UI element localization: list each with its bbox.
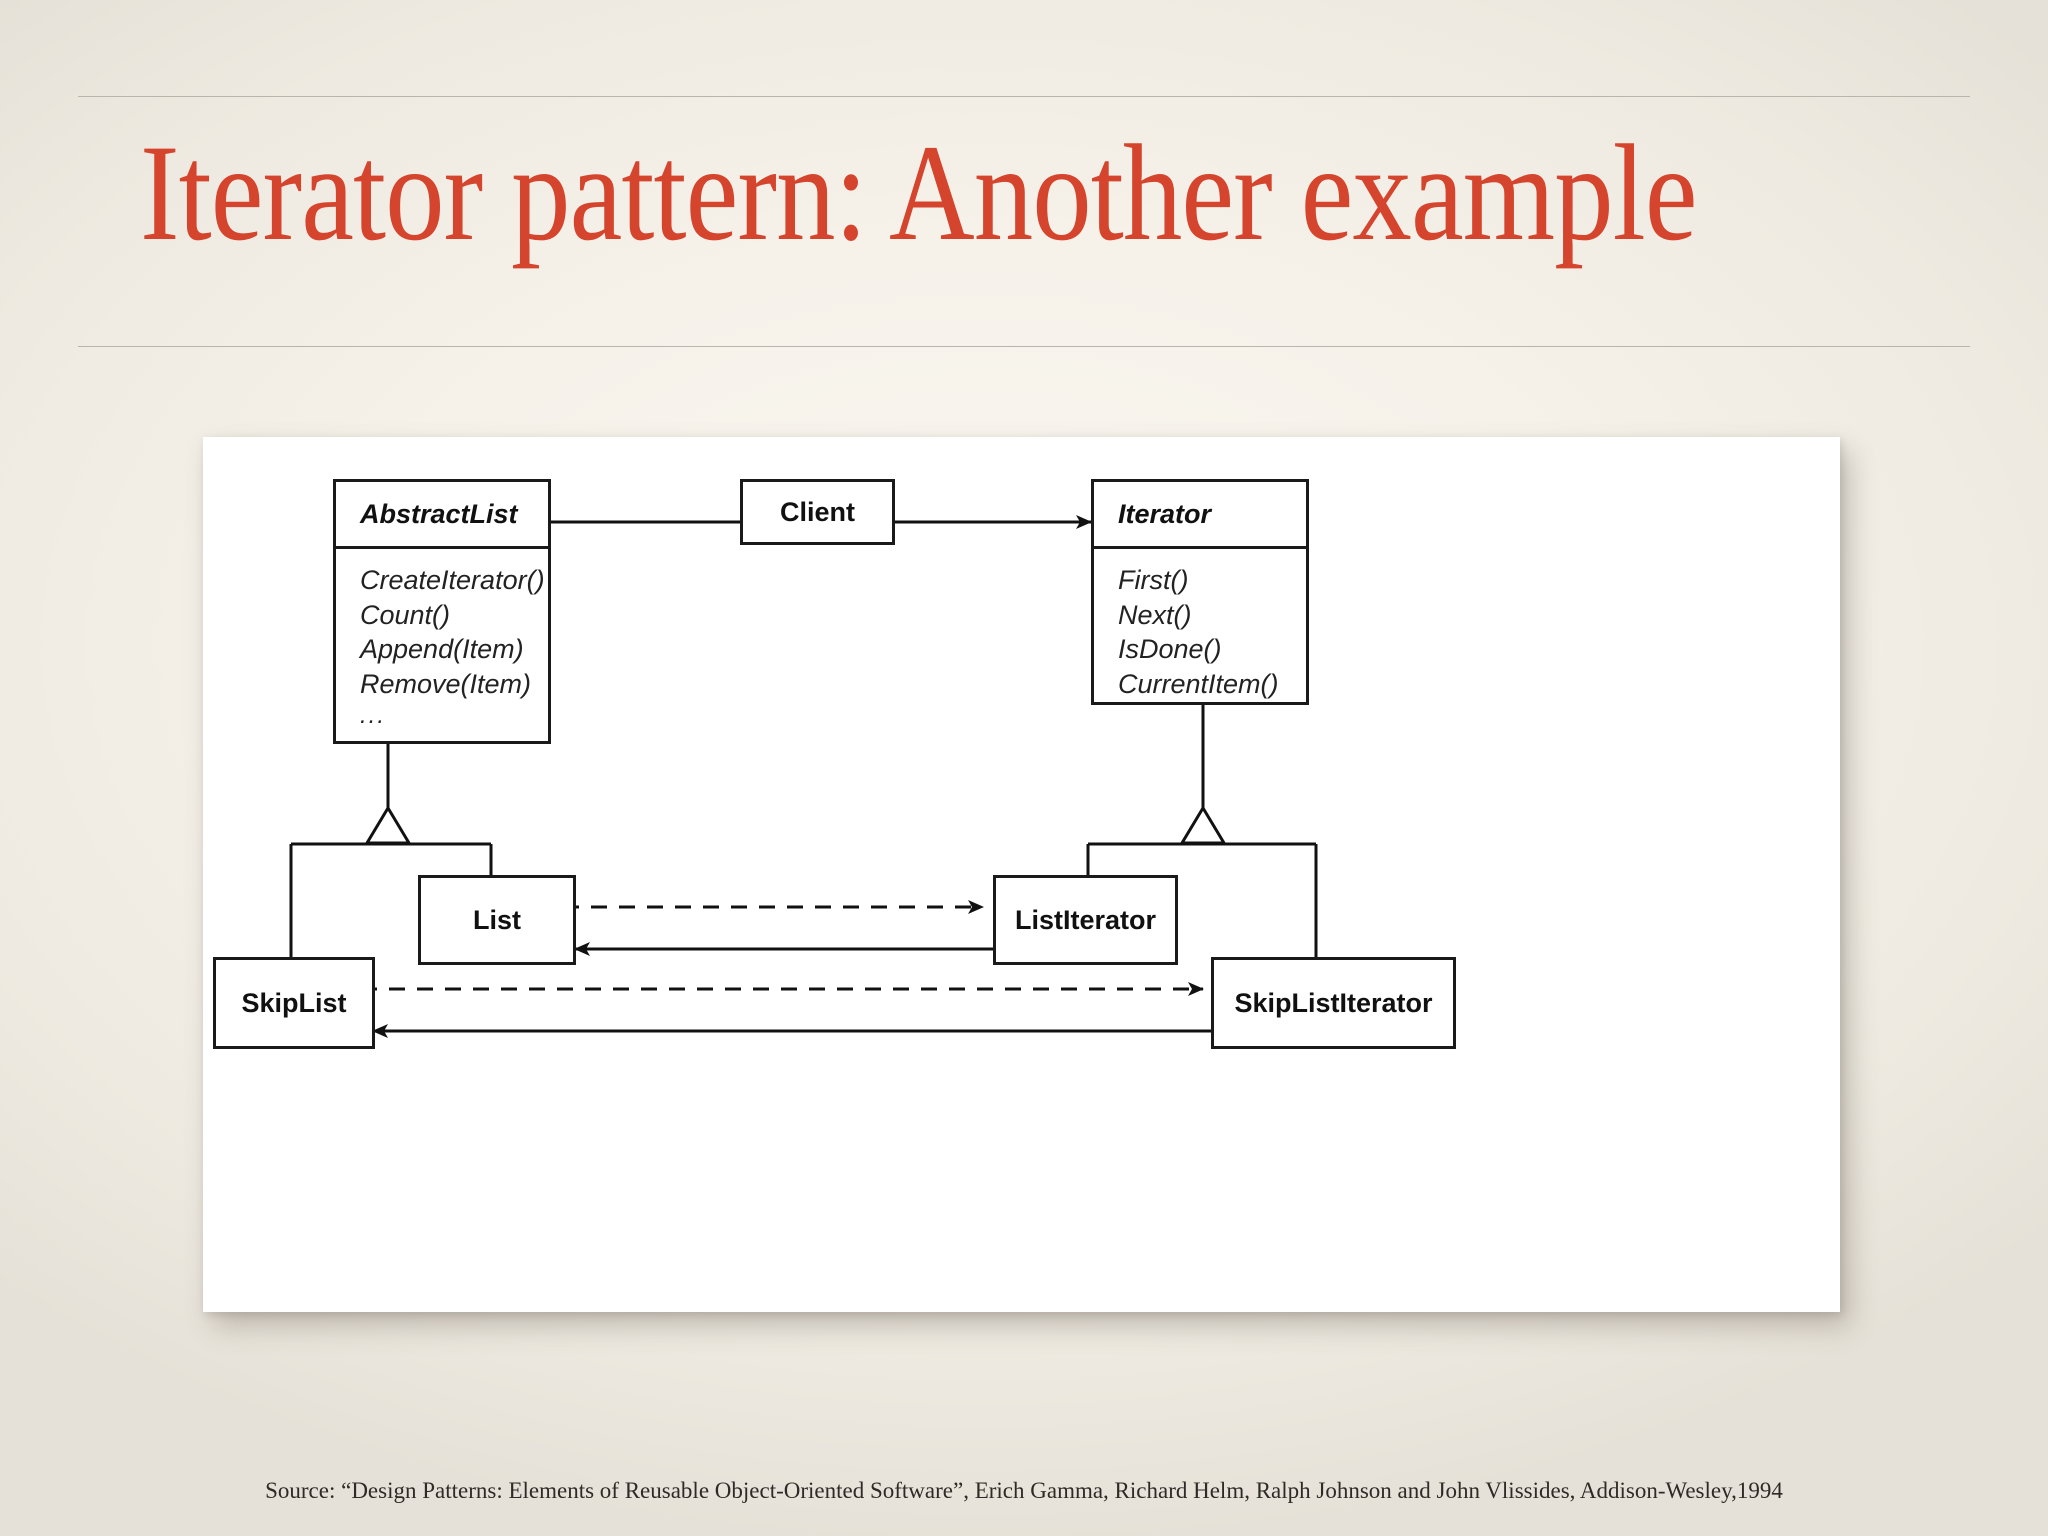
skiplist-name: SkipList xyxy=(241,987,347,1018)
uml-connectors xyxy=(289,515,1318,1038)
header-divider-bottom xyxy=(78,346,1970,347)
operation-item: First() xyxy=(1118,565,1189,595)
operation-item: Next() xyxy=(1118,599,1192,630)
abstractlist-operations: CreateIterator() Count() Append(Item) Re… xyxy=(336,549,548,742)
iterator-header: Iterator xyxy=(1094,482,1306,546)
client-name: Client xyxy=(779,496,855,527)
uml-class-abstractlist[interactable]: AbstractList CreateIterator() Count() Ap… xyxy=(333,479,551,744)
abstractlist-name: AbstractList xyxy=(360,498,518,529)
uml-class-list[interactable]: List xyxy=(418,875,576,965)
operation-item: CreateIterator() xyxy=(360,565,545,595)
abstractlist-header: AbstractList xyxy=(336,482,548,546)
page-title: Iterator pattern: Another example xyxy=(140,116,1698,269)
list-name: List xyxy=(472,904,521,935)
skiplistiterator-name: SkipListIterator xyxy=(1234,987,1433,1018)
uml-class-client[interactable]: Client xyxy=(740,479,895,545)
iterator-divider xyxy=(1094,546,1306,549)
operation-item: Remove(Item) xyxy=(360,668,532,699)
iterator-operations: First() Next() IsDone() CurrentItem() xyxy=(1094,549,1306,711)
abstractlist-divider xyxy=(336,546,548,549)
uml-class-skiplist[interactable]: SkipList xyxy=(213,957,375,1049)
operation-item: Append(Item) xyxy=(360,634,524,665)
operation-item: CurrentItem() xyxy=(1118,668,1279,699)
operation-item: IsDone() xyxy=(1118,634,1222,665)
uml-class-skiplistiterator[interactable]: SkipListIterator xyxy=(1211,957,1456,1049)
uml-class-iterator[interactable]: Iterator First() Next() IsDone() Current… xyxy=(1091,479,1309,705)
uml-class-listiterator[interactable]: ListIterator xyxy=(993,875,1178,965)
operation-item: Count() xyxy=(360,599,451,630)
iterator-name: Iterator xyxy=(1118,498,1212,529)
operation-item: ... xyxy=(360,702,387,730)
diagram-card: AbstractList CreateIterator() Count() Ap… xyxy=(203,437,1840,1312)
header-divider-top xyxy=(78,96,1970,97)
source-caption: Source: “Design Patterns: Elements of Re… xyxy=(265,1478,1783,1503)
listiterator-name: ListIterator xyxy=(1014,904,1157,935)
